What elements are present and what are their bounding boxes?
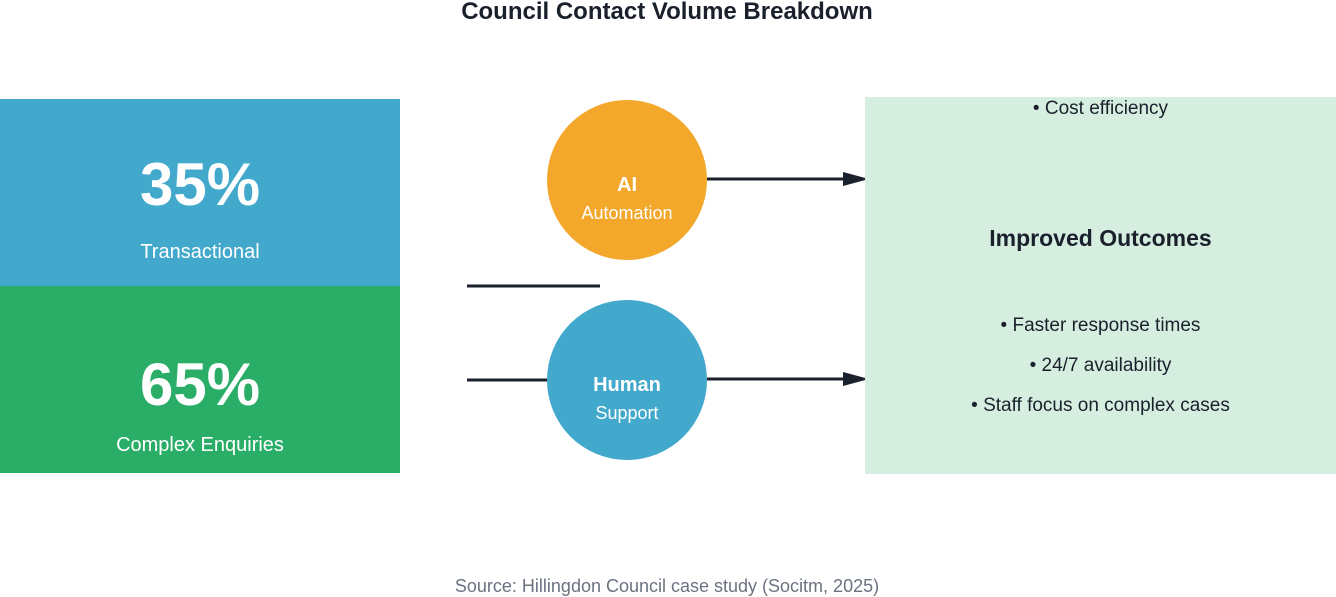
complex-enquiries-block: 65% Complex Enquiries bbox=[0, 286, 400, 473]
ai-node-subtitle: Automation bbox=[581, 203, 673, 223]
diagram-title: Council Contact Volume Breakdown bbox=[461, 0, 873, 25]
arrow-human-head bbox=[843, 372, 869, 386]
outcome-item: • 24/7 availability bbox=[1029, 355, 1172, 376]
transactional-percent: 35% bbox=[139, 151, 261, 218]
arrow-ai-head bbox=[843, 172, 869, 186]
complex-enquiries-label: Complex Enquiries bbox=[116, 434, 284, 456]
source-citation: Source: Hillingdon Council case study (S… bbox=[454, 576, 880, 596]
transactional-block: 35% Transactional bbox=[0, 99, 400, 286]
improved-outcomes-panel: Improved Outcomes • Faster response time… bbox=[865, 97, 1336, 474]
outcome-item: • Cost efficiency bbox=[1032, 98, 1169, 119]
complex-enquiries-percent: 65% bbox=[139, 351, 261, 418]
outcome-item: • Staff focus on complex cases bbox=[971, 395, 1230, 416]
human-node-subtitle: Support bbox=[595, 403, 659, 423]
ai-node-title: AI bbox=[617, 174, 637, 196]
human-node-title: Human bbox=[593, 374, 661, 396]
ai-automation-node: AI Automation bbox=[547, 100, 707, 260]
outcome-item: • Faster response times bbox=[1000, 315, 1201, 336]
human-support-node: Human Support bbox=[547, 300, 707, 460]
transactional-label: Transactional bbox=[140, 241, 260, 263]
outcomes-heading: Improved Outcomes bbox=[989, 225, 1212, 251]
